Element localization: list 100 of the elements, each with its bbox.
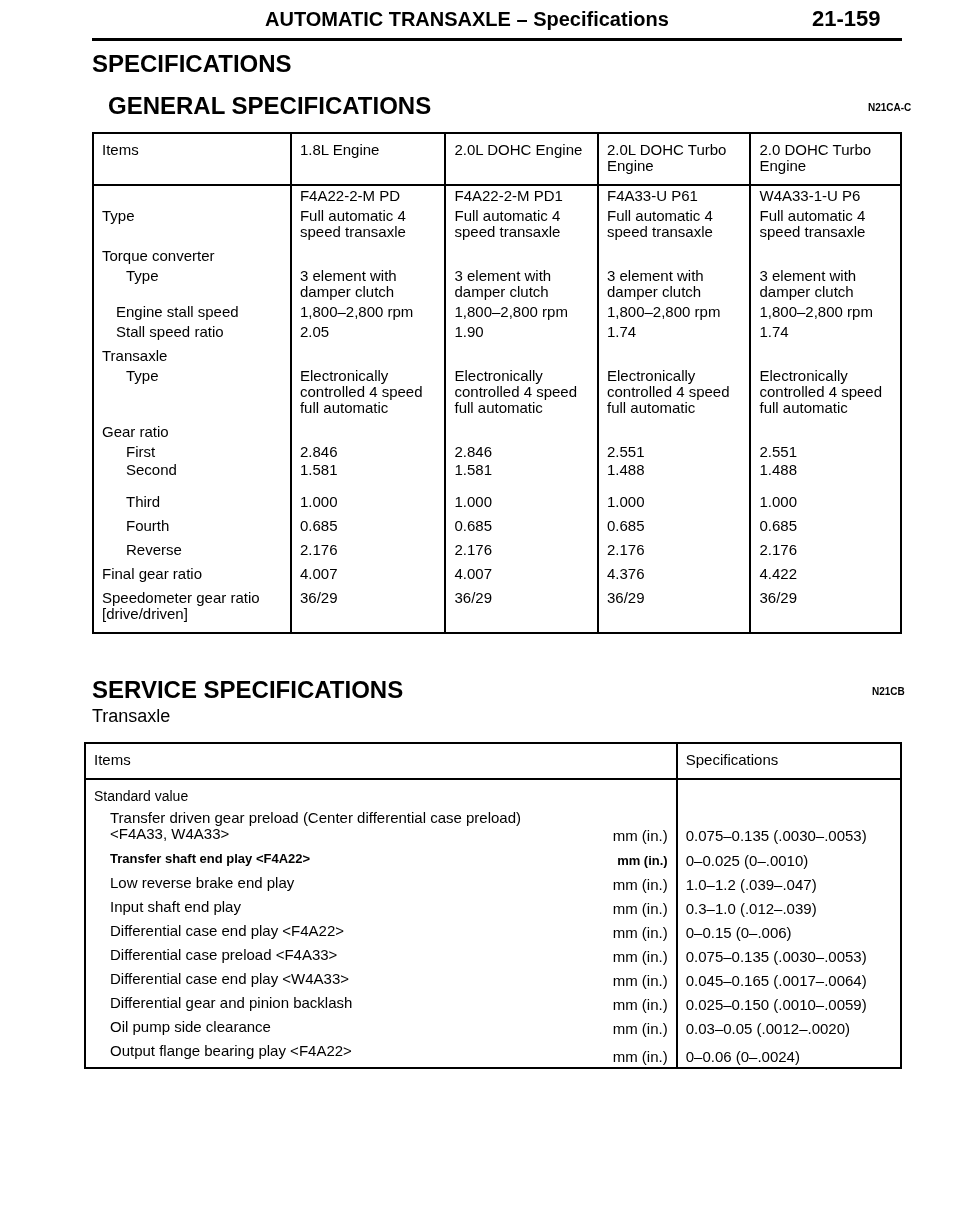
row-label: Standard value: [94, 788, 189, 804]
unit-label: mm (in.): [612, 827, 668, 844]
unit-label: mm (in.): [612, 876, 668, 893]
row-label: Differential case preload <F4A33>: [110, 946, 338, 963]
spec-value: 0.075–0.135 (.0030–.0053): [685, 827, 867, 844]
spec-value: 4.422: [759, 565, 797, 582]
spec-value: 0.3–1.0 (.012–.039): [685, 900, 817, 917]
row-label: Third: [126, 493, 161, 510]
column-header: 2.0L DOHC Engine: [454, 141, 583, 158]
row-label: Gear ratio: [102, 423, 169, 440]
spec-value: 0–0.15 (0–.006): [685, 924, 792, 941]
spec-value: 1.74: [606, 323, 637, 340]
spec-value: 1.000: [759, 493, 797, 510]
page-number: 21-159: [812, 6, 881, 32]
spec-value: 2.176: [454, 541, 492, 558]
row-label: Speedometer gear ratio [drive/driven]: [102, 590, 261, 622]
section-code: N21CA-C: [868, 102, 912, 113]
spec-value: 1,800–2,800 rpm: [299, 303, 414, 320]
model-code: W4A33-1-U P6: [759, 187, 861, 204]
model-code: F4A33-U P61: [606, 187, 698, 204]
row-label: Engine stall speed: [116, 303, 239, 320]
row-label: Transaxle: [102, 347, 168, 364]
row-label: Type: [126, 267, 159, 284]
spec-value: 2.551: [759, 443, 797, 460]
row-label: Second: [126, 461, 177, 478]
row-label: Reverse: [126, 541, 182, 558]
row-label: Differential case end play <W4A33>: [110, 970, 350, 987]
spec-value: 0.685: [759, 517, 797, 534]
spec-value: 2.176: [759, 541, 797, 558]
spec-value: 3 element with damper clutch: [454, 267, 552, 300]
spec-value: Electronically controlled 4 speed full automatic: [299, 367, 423, 416]
column-header: 2.0 DOHC Turbo Engine: [759, 141, 872, 174]
unit-label: mm (in.): [617, 853, 668, 868]
spec-value: Electronically controlled 4 speed full automatic: [759, 367, 883, 416]
spec-value: Full automatic 4 speed transaxle: [299, 207, 406, 240]
spec-value: 1.488: [606, 461, 645, 478]
row-label: Transfer driven gear preload (Center differential case preload) <F4A33, W4A33>: [110, 810, 523, 842]
model-code: F4A22-2-M PD1: [454, 187, 563, 204]
row-label: Differential case end play <F4A22>: [110, 922, 345, 939]
spec-value: 2.551: [606, 443, 645, 460]
spec-value: Full automatic 4 speed transaxle: [759, 207, 866, 240]
unit-label: mm (in.): [612, 996, 668, 1013]
row-label: Torque converter: [102, 247, 215, 264]
row-label: Type: [126, 367, 159, 384]
column-header: 2.0L DOHC Turbo Engine: [606, 141, 727, 174]
spec-value: 0.025–0.150 (.0010–.0059): [685, 996, 867, 1013]
spec-value: 0.685: [454, 517, 492, 534]
row-label: Output flange bearing play <F4A22>: [110, 1042, 352, 1059]
row-label: Final gear ratio: [102, 565, 203, 582]
spec-value: 3 element with damper clutch: [759, 267, 857, 300]
spec-value: 1,800–2,800 rpm: [454, 303, 568, 320]
unit-label: mm (in.): [612, 1048, 668, 1065]
row-label: First: [126, 443, 156, 460]
spec-value: Full automatic 4 speed transaxle: [454, 207, 561, 240]
spec-value: Full automatic 4 speed transaxle: [606, 207, 713, 240]
spec-value: 1.488: [759, 461, 797, 478]
spec-value: 36/29: [454, 589, 492, 606]
spec-value: 3 element with damper clutch: [299, 267, 397, 300]
spec-value: 2.05: [299, 323, 330, 340]
row-label: Stall speed ratio: [116, 323, 224, 340]
spec-value: 1,800–2,800 rpm: [606, 303, 721, 320]
column-header: Items: [102, 141, 139, 158]
unit-label: mm (in.): [612, 900, 668, 917]
spec-value: 0.685: [606, 517, 645, 534]
spec-value: 36/29: [759, 589, 797, 606]
unit-label: mm (in.): [612, 948, 668, 965]
spec-value: 1.0–1.2 (.039–.047): [685, 876, 817, 893]
spec-value: 36/29: [299, 589, 338, 606]
unit-label: mm (in.): [612, 972, 668, 989]
spec-value: 0–0.025 (0–.0010): [685, 852, 809, 869]
section-heading: SPECIFICATIONS: [92, 50, 292, 78]
spec-value: 0.045–0.165 (.0017–.0064): [685, 972, 867, 989]
page-title: AUTOMATIC TRANSAXLE – Specifications: [265, 8, 669, 31]
row-label: Fourth: [126, 517, 170, 534]
spec-value: 2.846: [454, 443, 492, 460]
spec-value: 2.176: [299, 541, 338, 558]
spec-value: 0–0.06 (0–.0024): [685, 1048, 800, 1065]
spec-value: 1.74: [759, 323, 789, 340]
spec-value: 3 element with damper clutch: [606, 267, 704, 300]
row-label: Transfer shaft end play <F4A22>: [110, 851, 311, 866]
column-header: Items: [94, 751, 131, 768]
section-code: N21CB: [872, 686, 905, 697]
spec-value: 4.007: [299, 565, 338, 582]
spec-value: Electronically controlled 4 speed full automatic: [606, 367, 730, 416]
spec-value: 1.90: [454, 323, 484, 340]
row-label: Low reverse brake end play: [110, 874, 295, 891]
subsection-heading: Transaxle: [92, 706, 171, 727]
spec-value: 1.581: [299, 461, 338, 478]
spec-value: 0.03–0.05 (.0012–.0020): [685, 1020, 850, 1037]
unit-label: mm (in.): [612, 1020, 668, 1037]
row-label: Input shaft end play: [110, 898, 241, 915]
column-header: 1.8L Engine: [299, 141, 380, 158]
unit-label: mm (in.): [612, 924, 668, 941]
spec-value: 0.075–0.135 (.0030–.0053): [685, 948, 867, 965]
spec-value: 4.376: [606, 565, 645, 582]
spec-value: 1,800–2,800 rpm: [759, 303, 873, 320]
column-header: Specifications: [685, 751, 779, 768]
row-label: Type: [102, 207, 135, 224]
model-code: F4A22-2-M PD: [299, 187, 400, 204]
row-label: Oil pump side clearance: [110, 1018, 271, 1035]
